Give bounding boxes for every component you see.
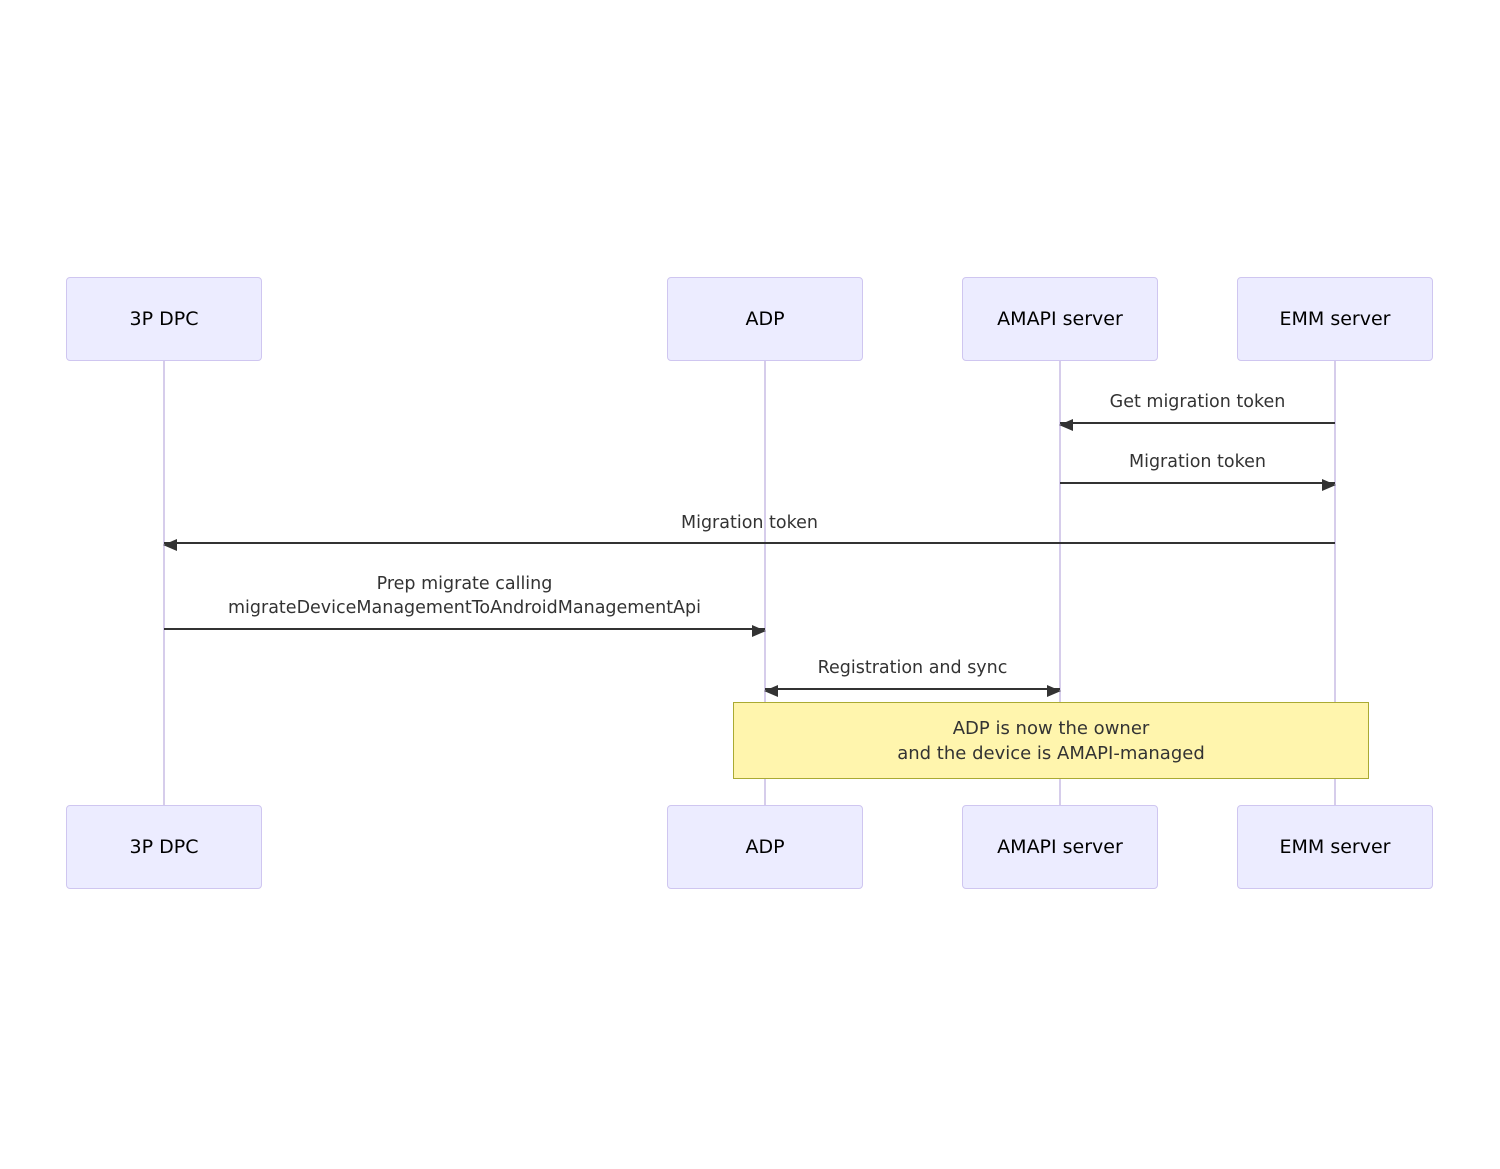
actor-bottom-emm-server: EMM server	[1237, 805, 1433, 889]
lifeline-adp	[764, 361, 766, 805]
message-label-registration-and-sync: Registration and sync	[817, 658, 1008, 678]
actor-label: AMAPI server	[997, 836, 1123, 858]
arrowhead-left-icon	[163, 539, 177, 551]
message-label-line2: migrateDeviceManagementToAndroidManageme…	[228, 598, 701, 618]
note-line1: ADP is now the owner	[952, 717, 1150, 739]
lifeline-3p-dpc	[163, 361, 165, 805]
actor-top-emm-server: EMM server	[1237, 277, 1433, 361]
actor-label: ADP	[745, 308, 785, 330]
message-arrow-migration-token-1	[1060, 479, 1336, 491]
message-arrow-registration-and-sync	[764, 685, 1061, 697]
actor-label: 3P DPC	[129, 308, 199, 330]
lifeline-amapi-server	[1059, 361, 1061, 805]
message-arrow-migration-token-2	[163, 539, 1335, 551]
arrowhead-right-icon	[1322, 479, 1336, 491]
arrowhead-right-icon	[1047, 685, 1061, 697]
message-label-migration-token-1: Migration token	[1128, 452, 1266, 472]
actor-label: 3P DPC	[129, 836, 199, 858]
note-line2: and the device is AMAPI-managed	[897, 742, 1205, 764]
actor-top-3p-dpc: 3P DPC	[66, 277, 262, 361]
message-label-migration-token-2: Migration token	[680, 513, 818, 533]
actor-bottom-amapi-server: AMAPI server	[962, 805, 1158, 889]
message-label-line1: Prep migrate calling	[376, 574, 553, 594]
message-arrow-get-migration-token	[1059, 419, 1335, 431]
actor-top-amapi-server: AMAPI server	[962, 277, 1158, 361]
message-label-prep-migrate: Prep migrate calling migrateDeviceManage…	[164, 572, 765, 620]
arrowhead-left-icon	[764, 685, 778, 697]
actor-bottom-3p-dpc: 3P DPC	[66, 805, 262, 889]
actor-bottom-adp: ADP	[667, 805, 863, 889]
actor-label: ADP	[745, 836, 785, 858]
arrowhead-left-icon	[1059, 419, 1073, 431]
message-arrow-prep-migrate	[164, 625, 766, 637]
note-adp-owner: ADP is now the owner and the device is A…	[733, 702, 1369, 779]
lifeline-emm-server	[1334, 361, 1336, 805]
message-label-get-migration-token: Get migration token	[1109, 392, 1286, 412]
actor-top-adp: ADP	[667, 277, 863, 361]
actor-label: AMAPI server	[997, 308, 1123, 330]
actor-label: EMM server	[1279, 308, 1391, 330]
arrowhead-right-icon	[752, 625, 766, 637]
actor-label: EMM server	[1279, 836, 1391, 858]
